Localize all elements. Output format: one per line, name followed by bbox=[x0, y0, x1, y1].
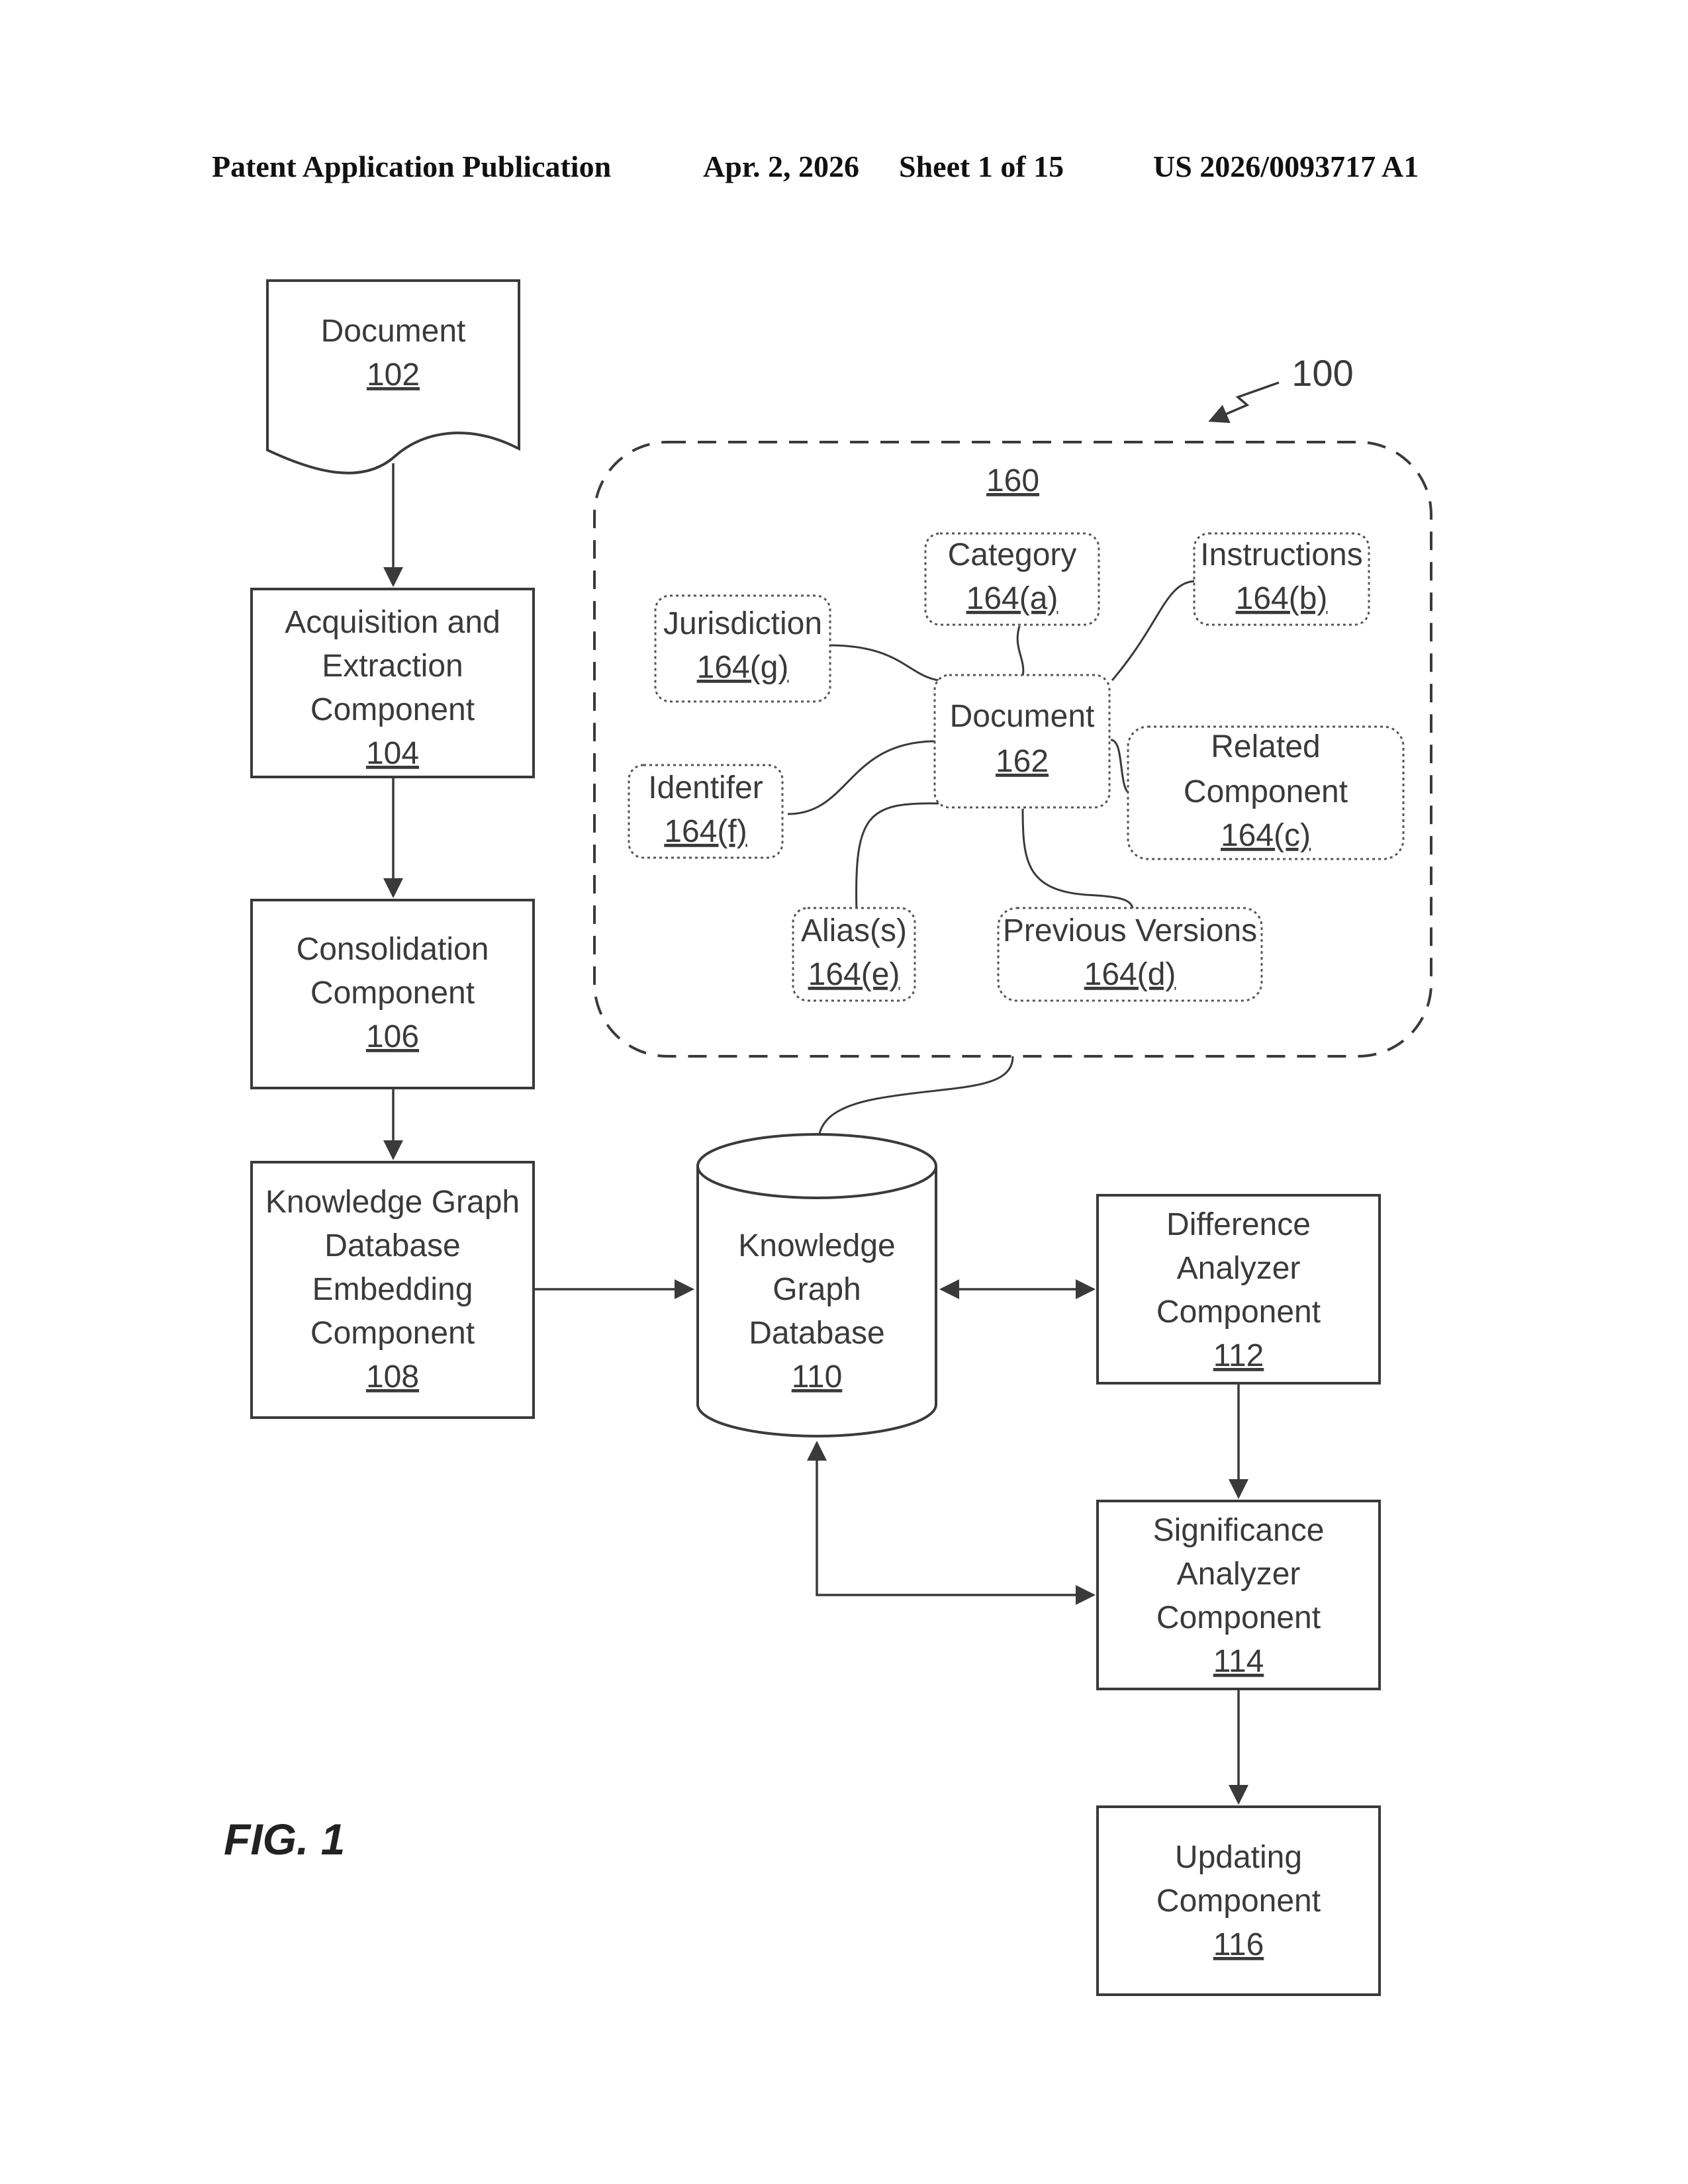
graph-node-document bbox=[935, 675, 1109, 807]
updating-label-1: Updating bbox=[1175, 1840, 1302, 1875]
arrow-110-114 bbox=[817, 1443, 1094, 1595]
significance-label-1: Significance bbox=[1153, 1513, 1325, 1548]
related-label-1: Related bbox=[1211, 729, 1320, 764]
difference-label-3: Component bbox=[1156, 1295, 1321, 1330]
database-label-3: Database bbox=[749, 1316, 884, 1351]
embedding-label-4: Component bbox=[310, 1316, 475, 1351]
instructions-label: Instructions bbox=[1200, 537, 1362, 572]
document-102-ref: 102 bbox=[367, 357, 420, 392]
category-label: Category bbox=[948, 537, 1077, 572]
acquisition-ref: 104 bbox=[366, 736, 419, 771]
related-label-2: Component bbox=[1184, 774, 1348, 809]
graph-ref-160: 160 bbox=[986, 463, 1039, 498]
database-label-1: Knowledge bbox=[738, 1228, 896, 1263]
document-102-label: Document bbox=[321, 314, 466, 349]
significance-label-2: Analyzer bbox=[1177, 1557, 1301, 1592]
difference-label-2: Analyzer bbox=[1177, 1251, 1301, 1286]
jurisdiction-ref: 164(g) bbox=[697, 650, 789, 685]
embedding-label-3: Embedding bbox=[312, 1272, 473, 1307]
category-ref: 164(a) bbox=[966, 581, 1058, 616]
system-ref-100: 100 bbox=[1291, 352, 1353, 394]
database-110-top bbox=[698, 1134, 936, 1198]
difference-ref: 112 bbox=[1213, 1338, 1264, 1373]
database-label-2: Graph bbox=[773, 1272, 861, 1307]
alias-label: Alias(s) bbox=[801, 913, 907, 948]
system-ref-leader bbox=[1210, 383, 1279, 421]
consolidation-label-1: Consolidation bbox=[297, 932, 489, 967]
consolidation-label-2: Component bbox=[310, 976, 475, 1011]
embedding-label-1: Knowledge Graph bbox=[265, 1185, 520, 1220]
consolidation-ref: 106 bbox=[366, 1019, 419, 1054]
embedding-label-2: Database bbox=[324, 1228, 460, 1263]
database-ref: 110 bbox=[792, 1359, 843, 1394]
significance-label-3: Component bbox=[1156, 1600, 1321, 1635]
updating-ref: 116 bbox=[1213, 1927, 1264, 1962]
figure-label: FIG. 1 bbox=[224, 1815, 345, 1864]
acquisition-label-1: Acquisition and bbox=[285, 605, 500, 640]
previous-versions-ref: 164(d) bbox=[1084, 957, 1176, 992]
instructions-ref: 164(b) bbox=[1236, 581, 1328, 616]
previous-versions-label: Previous Versions bbox=[1003, 913, 1257, 948]
identifier-label: Identifer bbox=[648, 770, 763, 805]
significance-ref: 114 bbox=[1213, 1644, 1264, 1679]
alias-ref: 164(e) bbox=[808, 957, 900, 992]
embedding-ref: 108 bbox=[366, 1359, 419, 1394]
acquisition-label-2: Extraction bbox=[322, 649, 463, 684]
identifier-ref: 164(f) bbox=[664, 814, 747, 849]
jurisdiction-label: Jurisdiction bbox=[663, 606, 822, 641]
updating-label-2: Component bbox=[1156, 1884, 1321, 1919]
document-node-label: Document bbox=[950, 699, 1095, 734]
related-ref: 164(c) bbox=[1221, 818, 1311, 853]
difference-label-1: Difference bbox=[1166, 1207, 1311, 1242]
acquisition-label-3: Component bbox=[310, 692, 475, 727]
document-node-ref: 162 bbox=[996, 744, 1049, 779]
graph-edges bbox=[788, 581, 1197, 1145]
